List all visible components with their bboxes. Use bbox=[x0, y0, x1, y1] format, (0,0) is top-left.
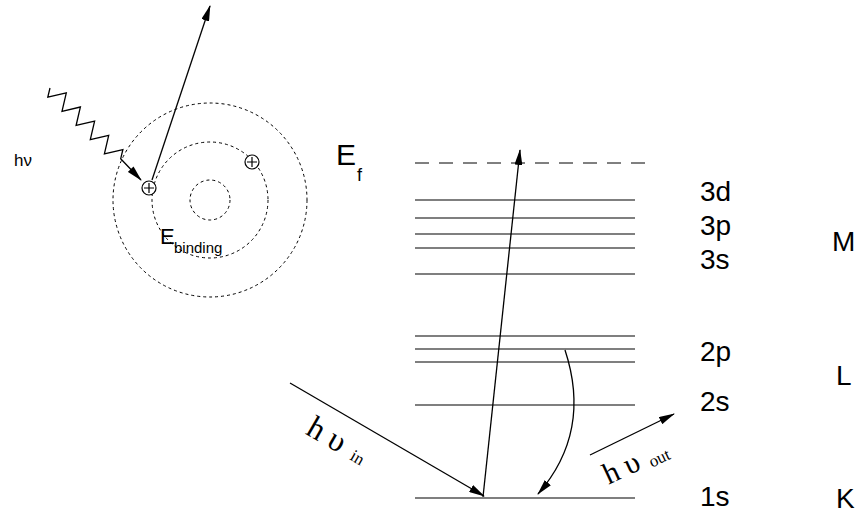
incoming-photon-arrow bbox=[290, 383, 484, 496]
outgoing-photon-label: h υ bbox=[598, 446, 645, 489]
fermi-level bbox=[415, 163, 652, 164]
orbital-label: 2p bbox=[700, 338, 731, 366]
orbital-label: 3p bbox=[700, 212, 731, 240]
fermi-energy-symbol: E bbox=[336, 140, 356, 170]
relaxation-arrow bbox=[538, 350, 574, 494]
orbital-label: 1s bbox=[700, 483, 730, 511]
incoming-photon-subscript: in bbox=[348, 447, 368, 468]
excitation-arrow bbox=[483, 150, 520, 497]
photon-wave bbox=[48, 88, 141, 180]
binding-energy-symbol: E bbox=[160, 226, 175, 248]
incoming-photon-label: h υ bbox=[302, 410, 353, 458]
electron bbox=[142, 181, 156, 195]
fermi-energy-subscript: f bbox=[357, 166, 362, 184]
orbital-label: 2s bbox=[700, 388, 730, 416]
ejected-electron-arrow bbox=[152, 6, 210, 180]
orbital-label: 3s bbox=[700, 246, 730, 274]
electron bbox=[245, 155, 259, 169]
orbital-label: 3d bbox=[700, 178, 731, 206]
shell-label: K bbox=[836, 485, 855, 513]
photon-label: hν bbox=[14, 152, 32, 169]
atom-shells bbox=[113, 103, 307, 297]
shell-label: M bbox=[832, 228, 855, 256]
outgoing-photon-subscript: out bbox=[646, 446, 673, 471]
energy-levels bbox=[415, 200, 635, 498]
binding-energy-subscript: binding bbox=[174, 240, 222, 255]
shell-label: L bbox=[836, 362, 852, 390]
